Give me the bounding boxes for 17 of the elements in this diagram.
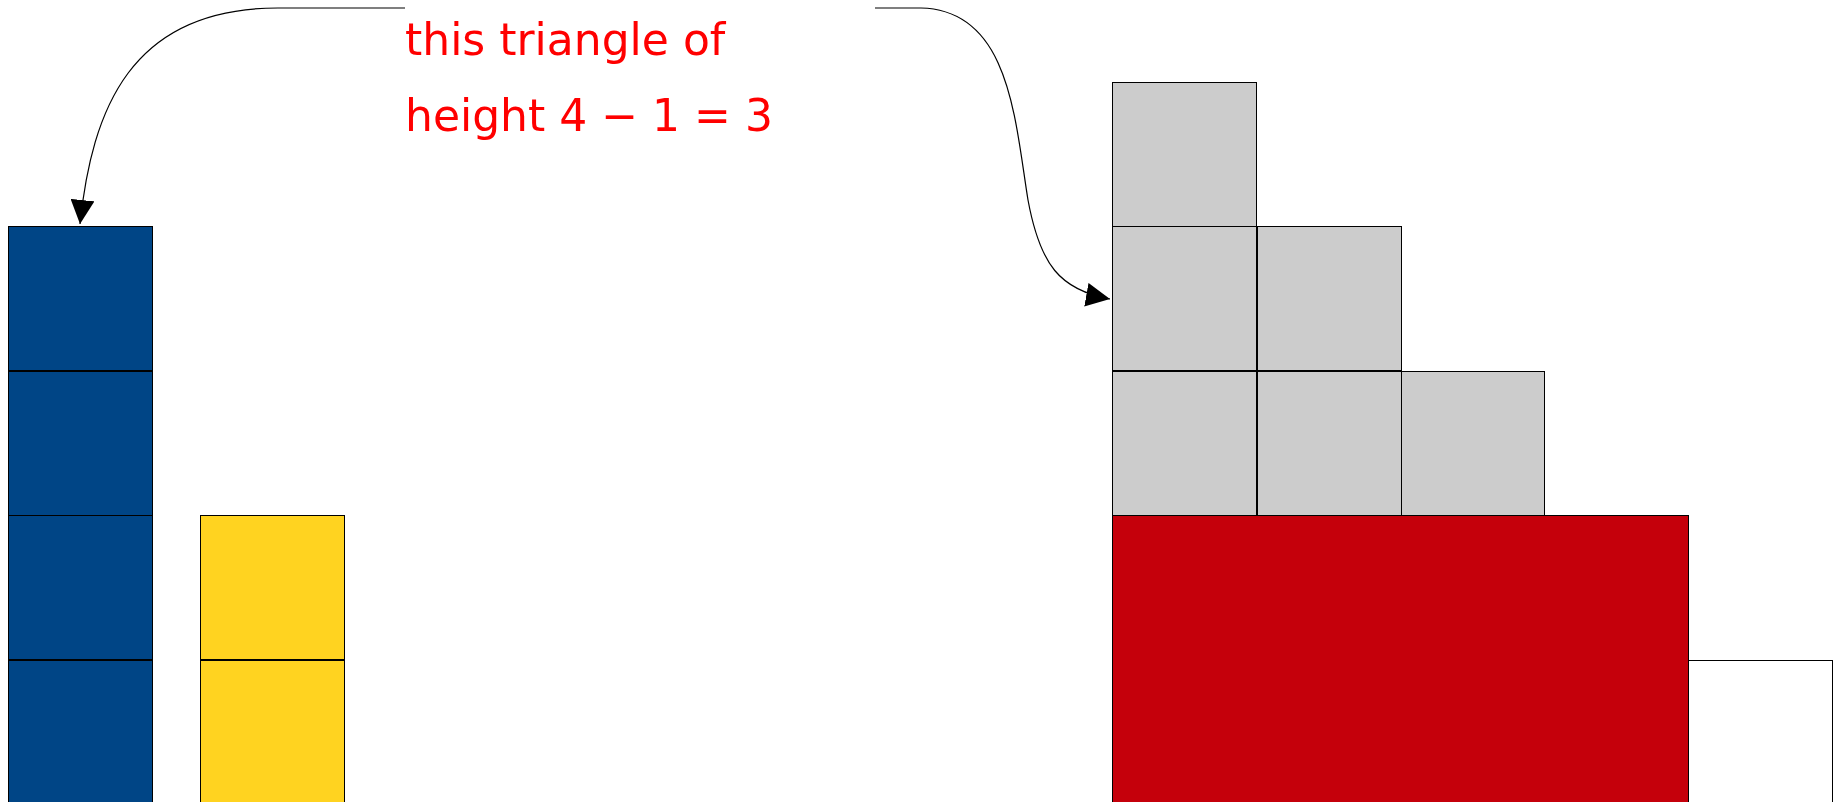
square-block	[8, 660, 153, 802]
square-block	[1112, 226, 1257, 371]
curved-arrow	[71, 7, 406, 225]
square-block	[200, 515, 345, 660]
rectangle-block	[1112, 515, 1689, 802]
annotation-text: this triangle of height 4 − 1 = 3	[405, 2, 875, 154]
square-block	[1401, 371, 1545, 516]
square-block	[200, 660, 345, 802]
square-block	[8, 226, 153, 371]
square-block	[1112, 371, 1257, 516]
square-block	[1688, 660, 1833, 802]
square-block	[8, 371, 153, 516]
square-block	[1112, 82, 1257, 227]
square-block	[8, 515, 153, 660]
square-block	[1257, 226, 1402, 371]
square-block	[1257, 371, 1402, 516]
curved-arrow	[874, 7, 1111, 306]
